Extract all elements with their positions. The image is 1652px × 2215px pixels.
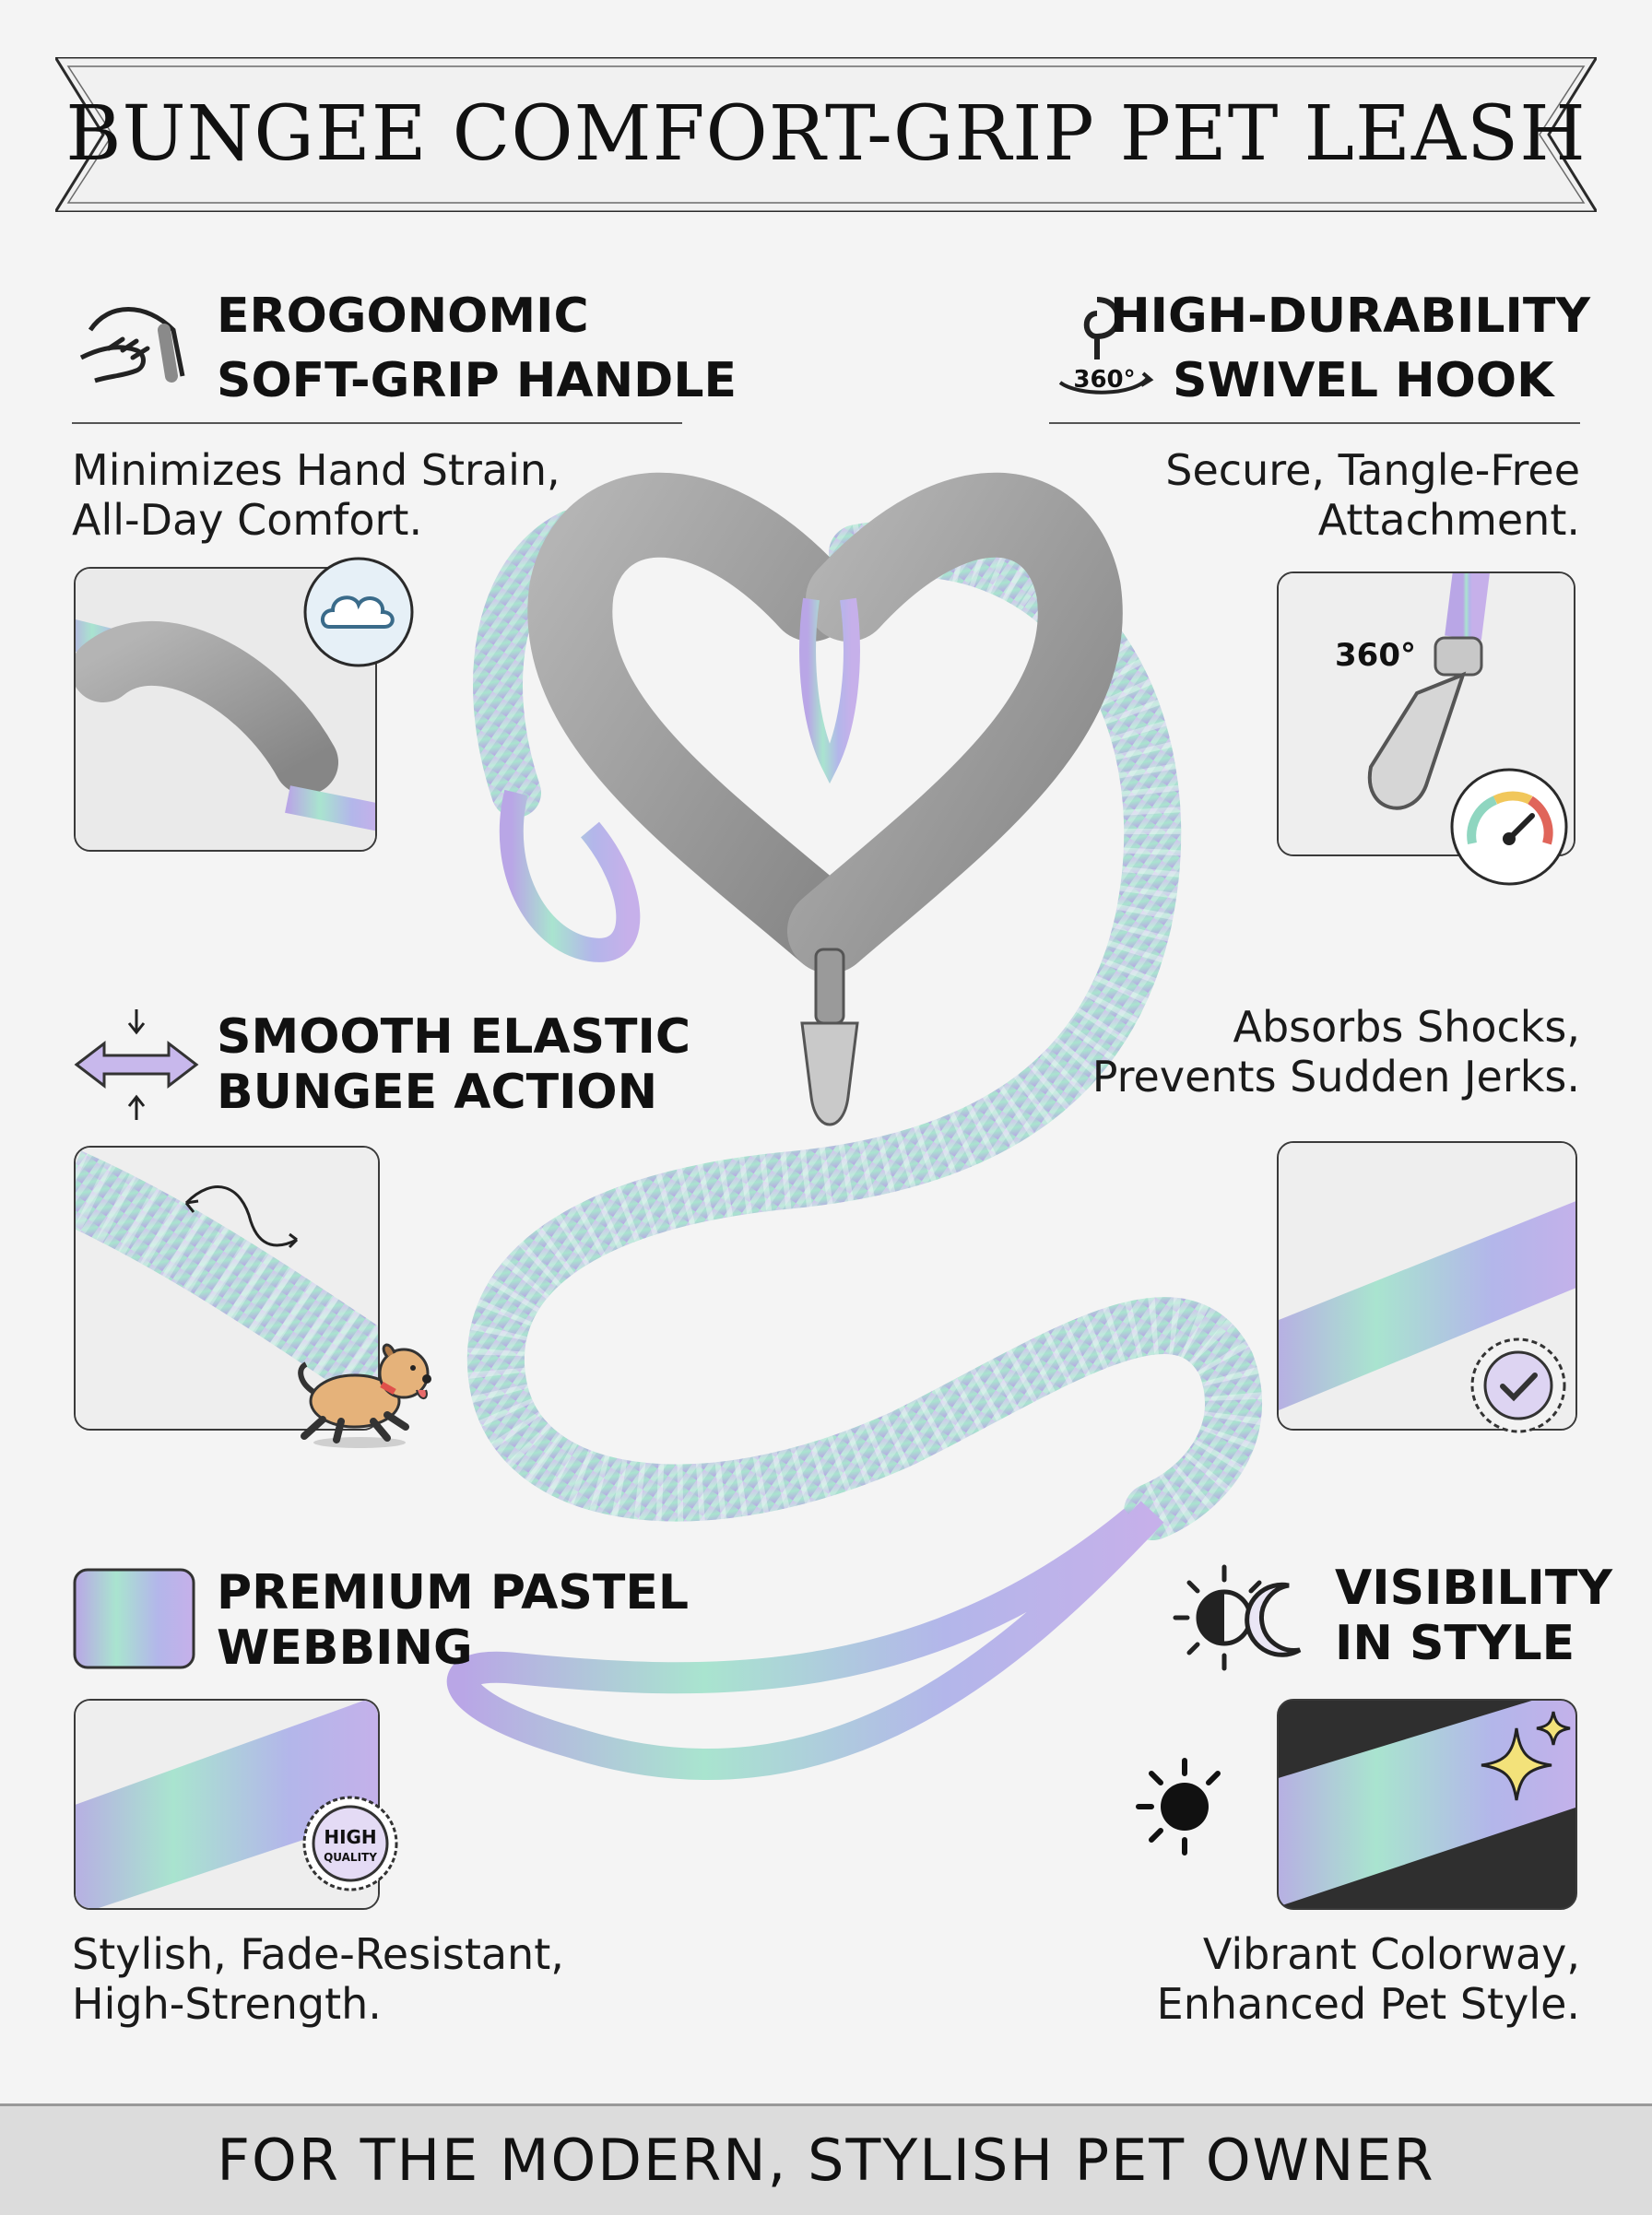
- webbing-strap-closeup: [1279, 1143, 1575, 1429]
- strength-gauge-icon: [1450, 768, 1568, 886]
- bottom-loop-webbing: [446, 1501, 1164, 1781]
- page-title: BUNGEE COMFORT-GRIP PET LEASH: [65, 90, 1587, 178]
- seal-line1: HIGH: [324, 1826, 376, 1848]
- hook-closeup: 360°: [1279, 573, 1574, 854]
- hook-heading-line2: SWIVEL HOOK: [1173, 353, 1554, 408]
- shield-check-icon: [1470, 1337, 1566, 1433]
- stretch-arrows-icon: [74, 1009, 199, 1120]
- webbing-desc-line1: Stylish, Fade-Resistant,: [72, 1929, 564, 1979]
- hook-photo: 360°: [1277, 571, 1575, 856]
- visibility-heading-line1: VISIBILITY: [1335, 1561, 1612, 1616]
- webbing-heading-line2: WEBBING: [217, 1620, 473, 1676]
- handle-left-foam: [527, 472, 872, 973]
- bungee-heading-line1: SMOOTH ELASTIC: [217, 1009, 691, 1065]
- hook-desc-line1: Secure, Tangle-Free: [1165, 445, 1580, 495]
- handle-photo: [74, 567, 377, 852]
- pastel-swatch-icon: [73, 1568, 195, 1669]
- visibility-desc-line2: Enhanced Pet Style.: [1156, 1979, 1580, 2029]
- handle-heading-line2: SOFT-GRIP HANDLE: [217, 353, 737, 408]
- footer-tagline: FOR THE MODERN, STYLISH PET OWNER: [217, 2127, 1435, 2194]
- clip-body: [814, 948, 845, 1025]
- handle-desc-line1: Minimizes Hand Strain,: [72, 445, 560, 495]
- handle-right-foam: [787, 472, 1123, 973]
- hand-grip-icon: [79, 307, 185, 383]
- inner-loop: [799, 597, 860, 784]
- hook-heading-line1: HIGH-DURABILITY: [1110, 289, 1590, 344]
- small-loop: [499, 789, 641, 962]
- webbing-desc-line2: High-Strength.: [72, 1979, 382, 2029]
- sparkle-icon: [1481, 1711, 1571, 1801]
- bungee-heading-line2: BUNGEE ACTION: [217, 1065, 658, 1120]
- snap-hook: [800, 1021, 859, 1126]
- day-night-icon: [1173, 1564, 1302, 1671]
- hook-divider: [1049, 422, 1580, 424]
- high-quality-seal-icon: HIGH QUALITY: [302, 1796, 398, 1891]
- visibility-photo: [1277, 1699, 1577, 1910]
- bungee-desc-line1: Absorbs Shocks,: [1233, 1002, 1581, 1052]
- handle-divider: [72, 422, 682, 424]
- visibility-heading-line2: IN STYLE: [1335, 1616, 1575, 1671]
- running-dog-icon: [298, 1343, 431, 1448]
- webbing-heading-line1: PREMIUM PASTEL: [217, 1565, 690, 1620]
- sun-moon-icon: [1136, 1758, 1243, 1856]
- handle-desc-line2: All-Day Comfort.: [72, 495, 423, 545]
- visibility-desc-line1: Vibrant Colorway,: [1202, 1929, 1580, 1979]
- hook-photo-360-label: 360°: [1335, 637, 1416, 674]
- handle-heading-line1: EROGONOMIC: [217, 289, 589, 344]
- seal-line2: QUALITY: [324, 1851, 377, 1864]
- hook-icon-360-label: 360°: [1073, 366, 1135, 394]
- swivel-hook-icon: 360°: [1058, 297, 1154, 395]
- bungee-cord: [466, 519, 1262, 1540]
- bungee-desc-line2: Prevents Sudden Jerks.: [1092, 1052, 1580, 1102]
- leash-illustration: [446, 472, 1262, 1781]
- night-webbing-closeup: [1279, 1701, 1575, 1908]
- banner-ribbon: [55, 57, 1597, 212]
- cloud-icon: [303, 557, 414, 667]
- footer-bar: FOR THE MODERN, STYLISH PET OWNER: [0, 2103, 1652, 2215]
- title-banner: BUNGEE COMFORT-GRIP PET LEASH: [55, 57, 1597, 212]
- hook-desc-line2: Attachment.: [1317, 495, 1580, 545]
